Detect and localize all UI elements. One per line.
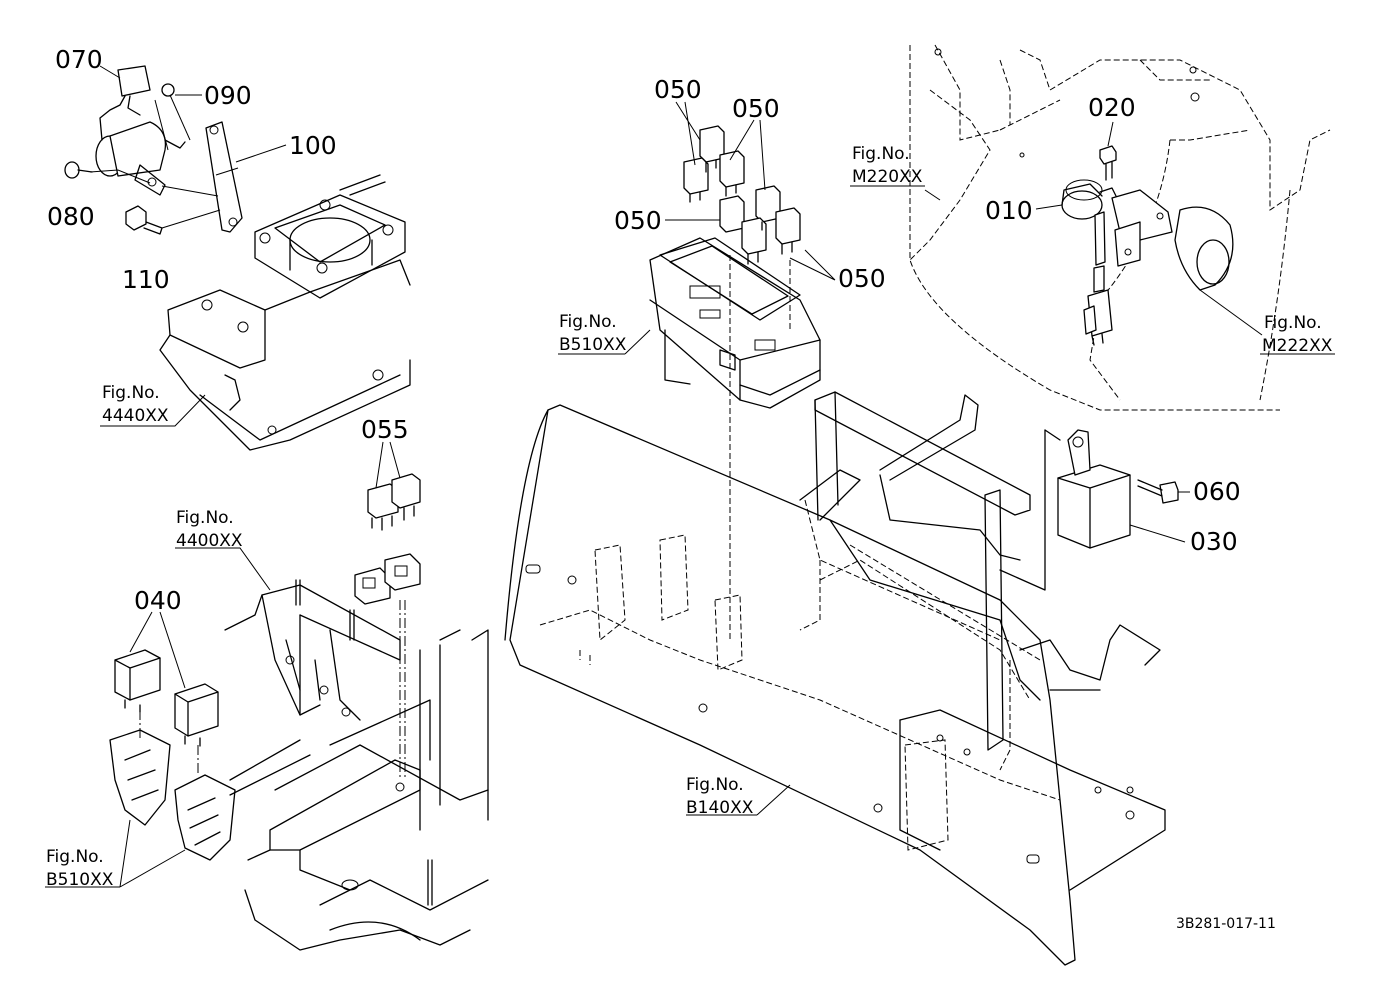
relay-part-030 (999, 429, 1131, 591)
relay-box-group (558, 101, 836, 640)
fig-ref-4440-label: Fig.No. (102, 383, 160, 403)
bolt-part-060 (1137, 479, 1179, 504)
callout-040: 040 (134, 586, 182, 615)
fig-ref-4400-label: Fig.No. (176, 508, 234, 528)
callout-070: 070 (55, 45, 103, 74)
fig-ref-m222-label: Fig.No. (1264, 313, 1322, 333)
relay-part-040 (109, 649, 236, 861)
callout-020: 020 (1088, 93, 1136, 122)
callout-055: 055 (361, 415, 409, 444)
bracket-part-100 (205, 121, 243, 233)
figure-references: Fig.No. 4440XX Fig.No. 4400XX Fig.No. B5… (46, 144, 1333, 890)
callout-050-top-left: 050 (654, 75, 702, 104)
relay-part-055 (354, 473, 421, 605)
relay-bracket-group (45, 441, 489, 951)
callout-100: 100 (289, 131, 337, 160)
callout-090: 090 (204, 81, 252, 110)
fig-ref-m220-code: M220XX (852, 167, 923, 187)
callout-050-top-right: 050 (732, 94, 780, 123)
callout-030: 030 (1190, 527, 1238, 556)
fig-ref-b510-left-label: Fig.No. (46, 847, 104, 867)
callout-labels: 070 090 100 080 110 050 050 050 050 020 … (47, 45, 1241, 615)
fig-ref-b140-label: Fig.No. (686, 775, 744, 795)
fig-ref-4400-code: 4400XX (176, 531, 243, 551)
buzzer-part-010 (1061, 179, 1117, 220)
callout-010: 010 (985, 196, 1033, 225)
frame-m220-group (850, 44, 1335, 411)
callout-080: 080 (47, 202, 95, 231)
bolt-part-110 (125, 205, 163, 235)
fig-ref-b510-top-label: Fig.No. (559, 312, 617, 332)
fig-ref-b510-left-code: B510XX (46, 870, 114, 890)
callout-050-right: 050 (838, 264, 886, 293)
callout-060: 060 (1193, 477, 1241, 506)
fig-ref-b510-top-code: B510XX (559, 335, 627, 355)
engine-housing-group (64, 65, 411, 451)
screw-part-020 (1099, 145, 1117, 181)
callout-110: 110 (122, 265, 170, 294)
panel-group (504, 391, 1166, 966)
drawing-code: 3B281-017-11 (1176, 916, 1276, 932)
bolt-part-080 (64, 161, 93, 179)
fig-ref-4440-code: 4440XX (102, 406, 169, 426)
fig-ref-m222-code: M222XX (1262, 336, 1333, 356)
relay-part-050 (683, 125, 801, 265)
fig-ref-b140-code: B140XX (686, 798, 754, 818)
solenoid-part-070 (95, 65, 186, 196)
fig-ref-m220-label: Fig.No. (852, 144, 910, 164)
callout-050-left: 050 (614, 206, 662, 235)
